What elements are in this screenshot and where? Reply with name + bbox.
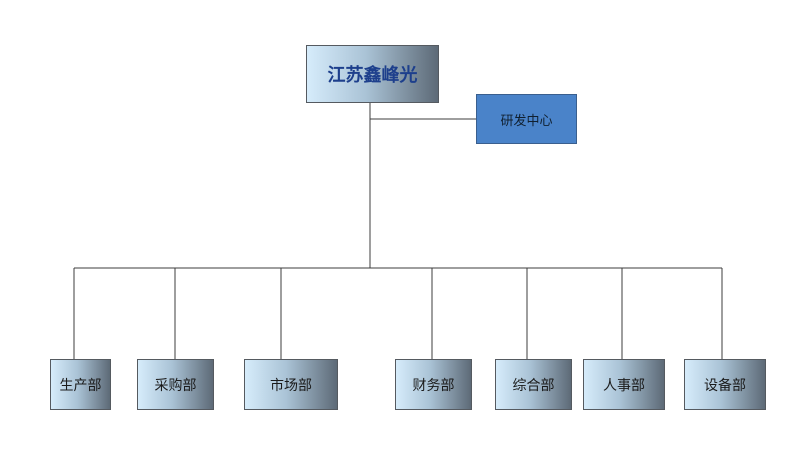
dept-node-general-affairs: 综合部	[495, 359, 572, 410]
dept-node-production: 生产部	[50, 359, 111, 410]
dept-node-label: 财务部	[412, 377, 455, 394]
dept-node-label: 综合部	[512, 377, 555, 394]
dept-node-label: 采购部	[154, 377, 197, 394]
assistant-node-label: 研发中心	[500, 113, 553, 129]
dept-node-marketing: 市场部	[244, 359, 338, 410]
dept-node-label: 设备部	[704, 377, 746, 394]
dept-node-equipment: 设备部	[684, 359, 766, 410]
dept-node-finance: 财务部	[395, 359, 472, 410]
dept-node-purchasing: 采购部	[137, 359, 214, 410]
dept-node-label: 生产部	[59, 377, 102, 394]
assistant-node-rd-center: 研发中心	[476, 94, 577, 144]
root-node-label: 江苏鑫峰光	[327, 65, 418, 86]
dept-node-label: 人事部	[603, 377, 645, 394]
root-node: 江苏鑫峰光	[306, 45, 439, 103]
dept-node-label: 市场部	[270, 377, 312, 394]
dept-node-human-resources: 人事部	[583, 359, 665, 410]
